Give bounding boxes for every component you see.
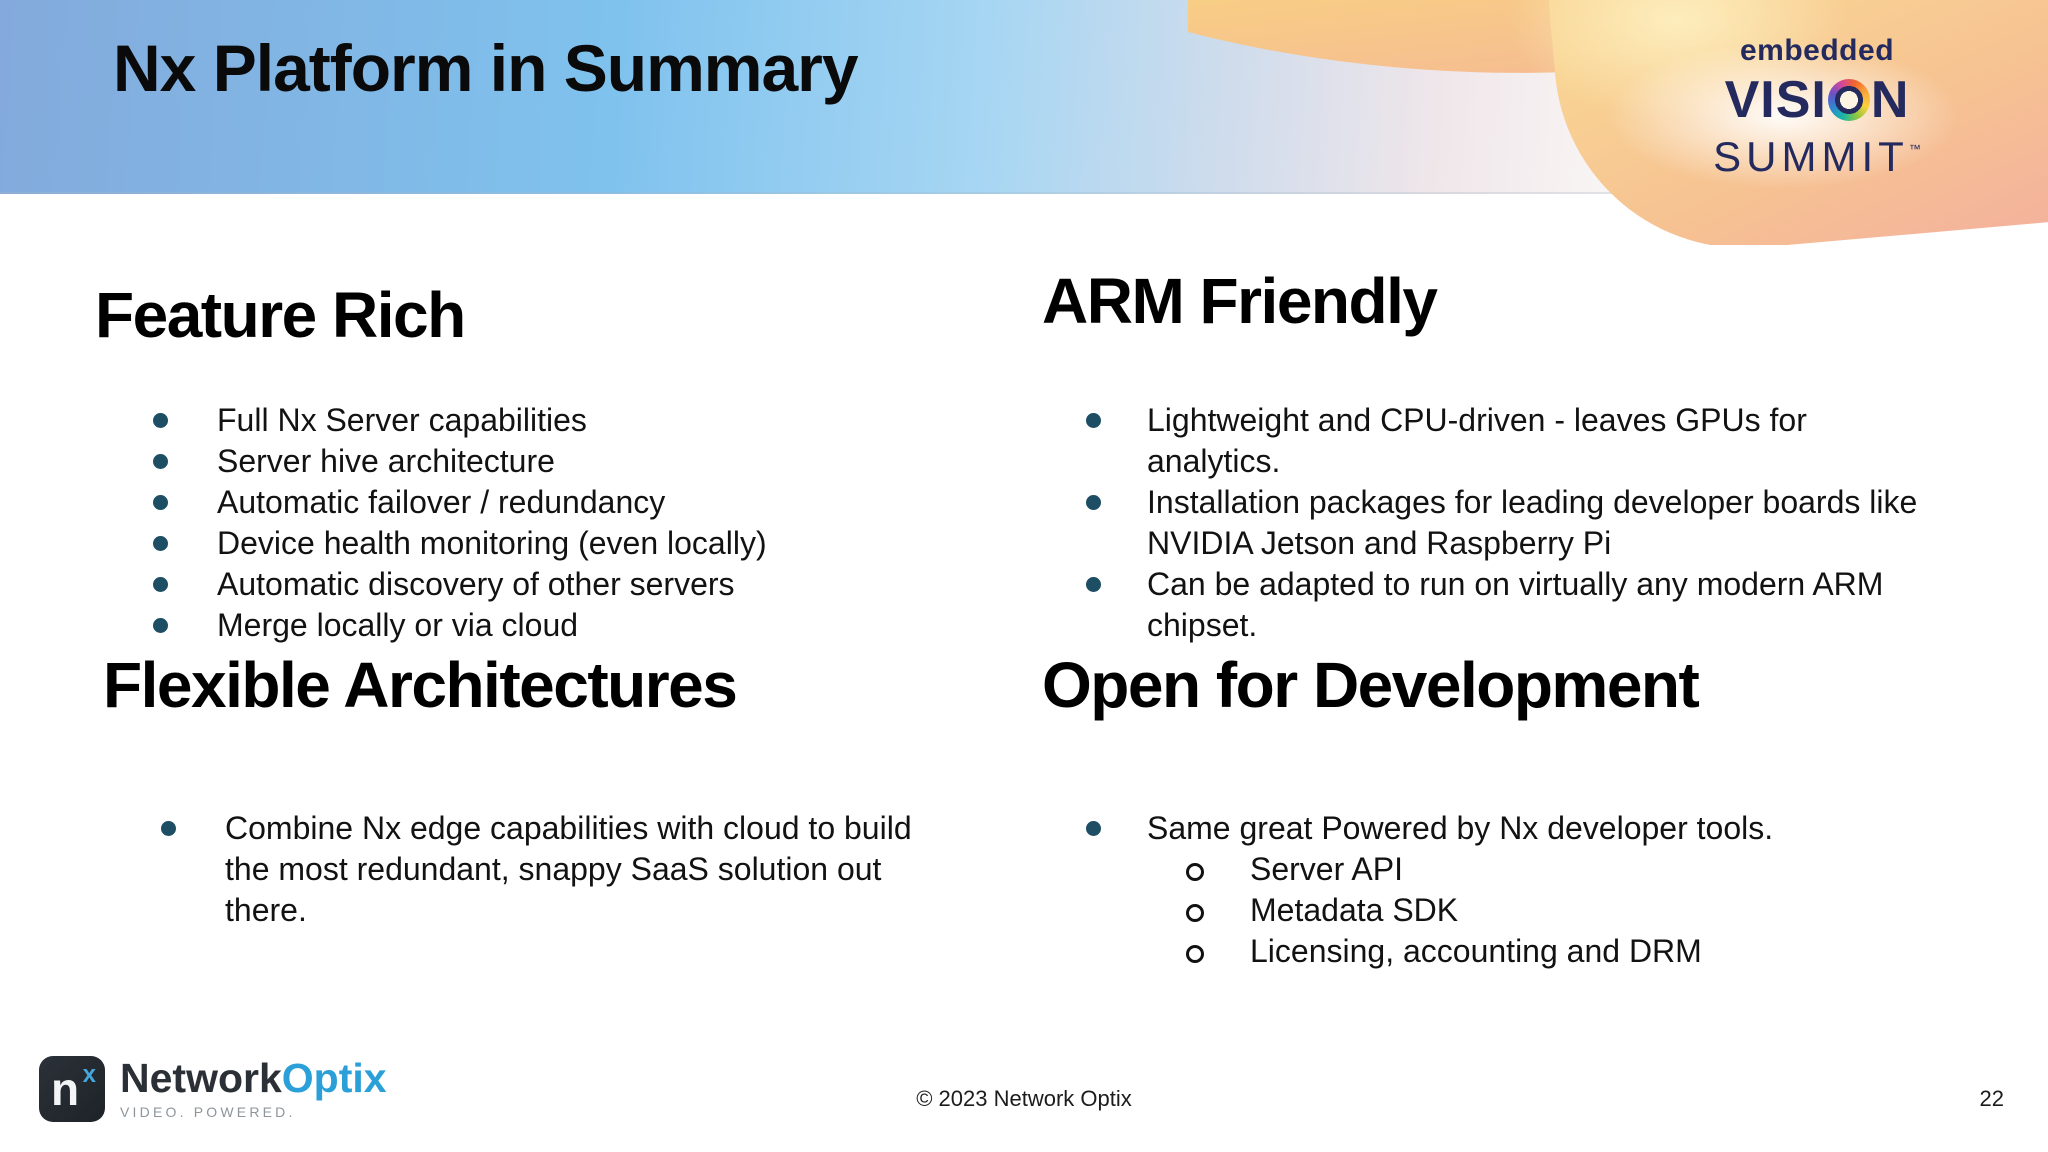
brand-tagline: VIDEO. POWERED. [120,1104,296,1120]
slide-title: Nx Platform in Summary [113,31,859,105]
section-open-for-development: Open for Development Same great Powered … [1042,649,2022,972]
list-item-text: Server API [1250,850,1403,887]
list-item-text: Metadata SDK [1250,891,1459,928]
section-title: Open for Development [1042,649,1700,721]
brand-logo: n x NetworkOptix VIDEO. POWERED. [39,1056,387,1122]
dot-bullet-icon [153,535,168,551]
summit-text: SUMMIT [1713,133,1909,180]
nx-mark-sup: x [82,1061,96,1088]
sub-list-item: Server API [1042,849,2022,890]
event-logo-summit: SUMMIT™ [1642,136,1992,178]
dot-bullet-icon [153,453,168,469]
dot-bullet-icon [1086,820,1101,836]
dot-bullet-icon [1086,412,1101,428]
list-item-text: Installation packages for leading develo… [1147,483,1918,561]
dot-bullet-icon [1086,576,1101,592]
list-item: Server hive architecture [95,441,995,482]
trademark-symbol: ™ [1908,142,1921,156]
section-arm-friendly: ARM Friendly Lightweight and CPU-driven … [1042,265,2022,646]
bullet-list: Combine Nx edge capabilities with cloud … [103,808,1003,931]
circle-bullet-icon [1186,903,1204,922]
copyright-text: © 2023 Network Optix [916,1086,1132,1111]
list-item-text: Licensing, accounting and DRM [1250,932,1702,969]
list-item: Automatic discovery of other servers [95,564,995,605]
section-title: Flexible Architectures [103,649,738,721]
list-item-text: Automatic failover / redundancy [217,483,666,520]
vision-iris-icon [1827,79,1870,121]
section-title: ARM Friendly [1042,265,1438,337]
event-logo-vision: VISI N [1642,74,1992,126]
brand-text: NetworkOptix VIDEO. POWERED. [120,1058,387,1121]
list-item: Same great Powered by Nx developer tools… [1042,808,2022,849]
list-item-text: Lightweight and CPU-driven - leaves GPUs… [1147,401,1807,479]
dot-bullet-icon [153,576,168,592]
list-item: Merge locally or via cloud [95,605,995,646]
sub-list-item: Licensing, accounting and DRM [1042,931,2022,972]
vision-text-pre: VISI [1724,71,1827,129]
section-title: Feature Rich [95,279,466,351]
section-feature-rich: Feature Rich Full Nx Server capabilities… [95,279,995,646]
bullet-list: Lightweight and CPU-driven - leaves GPUs… [1042,400,2022,646]
list-item-text: Server hive architecture [217,442,555,479]
list-item-text: Device health monitoring (even locally) [217,524,767,561]
list-item: Device health monitoring (even locally) [95,523,995,564]
sub-list-item: Metadata SDK [1042,890,2022,931]
vision-text-post: N [1870,71,1910,129]
event-logo-embedded: embedded [1739,34,1895,67]
dot-bullet-icon [153,412,168,428]
list-item: Automatic failover / redundancy [95,482,995,523]
list-item: Full Nx Server capabilities [95,400,995,441]
list-item-text: Combine Nx edge capabilities with cloud … [225,809,912,928]
page-number: 22 [1979,1086,2004,1111]
dot-bullet-icon [153,617,168,633]
nx-mark-letter: n [51,1063,80,1115]
nx-logo-icon: n x [39,1056,105,1122]
circle-bullet-icon [1186,862,1204,881]
dot-bullet-icon [153,494,168,510]
section-flexible-architectures: Flexible Architectures Combine Nx edge c… [103,649,1003,931]
brand-name-accent: Optix [281,1055,387,1101]
list-item-text: Merge locally or via cloud [217,606,579,643]
circle-bullet-icon [1186,944,1204,963]
brand-name: NetworkOptix [120,1058,387,1099]
list-item: Can be adapted to run on virtually any m… [1042,564,2022,646]
list-item: Installation packages for leading develo… [1042,482,2022,564]
list-item-text: Automatic discovery of other servers [217,565,735,602]
list-item-text: Full Nx Server capabilities [217,401,587,438]
dot-bullet-icon [161,820,176,836]
event-logo: embedded VISI N SUMMIT™ [1642,36,1992,178]
brand-name-dark: Network [120,1055,282,1101]
list-item: Lightweight and CPU-driven - leaves GPUs… [1042,400,2022,482]
list-item-text: Can be adapted to run on virtually any m… [1147,565,1884,643]
dot-bullet-icon [1086,494,1101,510]
list-item: Combine Nx edge capabilities with cloud … [103,808,1003,931]
list-item-text: Same great Powered by Nx developer tools… [1147,809,1774,846]
bullet-list: Same great Powered by Nx developer tools… [1042,808,2022,972]
